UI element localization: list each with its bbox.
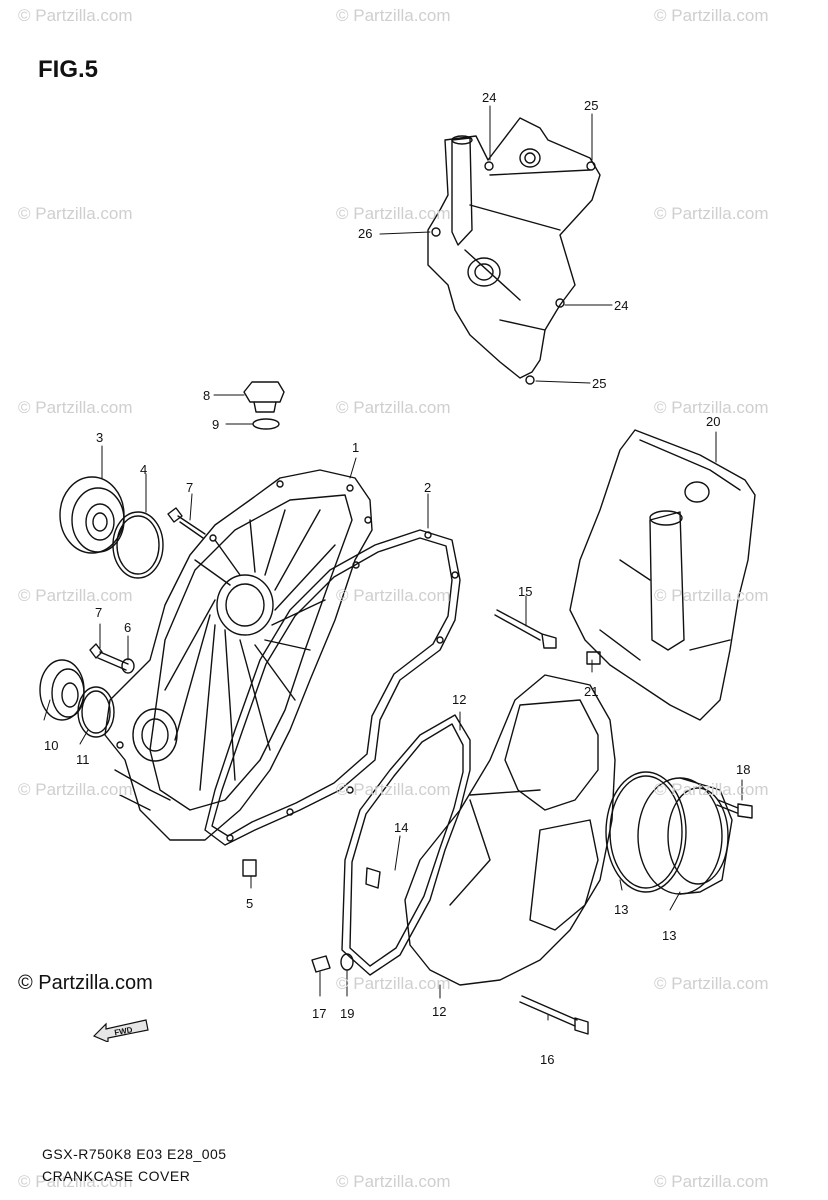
callout-22: 20 xyxy=(706,414,721,429)
callout-4: 4 xyxy=(140,462,148,477)
o-ring-part-9 xyxy=(252,418,280,430)
watermark-9: © Partzilla.com xyxy=(654,398,769,417)
callout-2: 2 xyxy=(424,480,432,495)
callout-1: 1 xyxy=(352,440,360,455)
watermark-8: © Partzilla.com xyxy=(336,398,451,417)
watermark-1: © Partzilla.com xyxy=(18,6,133,25)
callout-14: 12 xyxy=(452,692,467,707)
forward-arrow-label: FWD xyxy=(114,1025,134,1037)
watermark-13: © Partzilla.com xyxy=(18,780,133,799)
crankcase-gasket-part-2 xyxy=(204,529,461,846)
callout-19: 18 xyxy=(736,762,751,777)
figure-label: FIG.5 xyxy=(38,56,99,83)
callout-15: 13 xyxy=(614,902,629,917)
watermark-2: © Partzilla.com xyxy=(336,6,451,25)
watermark-20: © Partzilla.com xyxy=(654,1172,769,1191)
callout-9: 9 xyxy=(212,417,220,432)
washer-part-21 xyxy=(340,953,354,971)
drain-bolt-part-20 xyxy=(311,955,331,973)
o-ring-part-4-inner xyxy=(116,515,160,575)
plug-part-3 xyxy=(59,476,125,554)
brand-mark: © Partzilla.com xyxy=(18,972,153,994)
watermark-12: © Partzilla.com xyxy=(654,586,769,605)
dowel-part-23 xyxy=(586,651,601,665)
watermark-6: © Partzilla.com xyxy=(654,204,769,223)
bolt-part-7-upper xyxy=(167,507,206,539)
watermark-17: © Partzilla.com xyxy=(654,974,769,993)
callout-25-top: 25 xyxy=(584,98,599,113)
watermark-14: © Partzilla.com xyxy=(336,780,451,799)
generator-gasket-part-14 xyxy=(341,714,471,976)
o-ring-part-15-inner xyxy=(609,775,683,889)
callout-20: 17 xyxy=(312,1006,327,1021)
washer-part-6 xyxy=(121,658,135,674)
bolt-part-19 xyxy=(716,799,753,819)
model-code: GSX-R750K8 E03 E28_005 xyxy=(42,1146,227,1162)
o-ring-part-11 xyxy=(77,686,115,738)
watermark-19: © Partzilla.com xyxy=(336,1172,451,1191)
watermark-16: © Partzilla.com xyxy=(336,974,451,993)
callout-18: 16 xyxy=(540,1052,555,1067)
callout-13: 13 xyxy=(662,928,677,943)
callout-5: 5 xyxy=(246,896,254,911)
callout-3: 3 xyxy=(96,430,104,445)
callout-23: 21 xyxy=(584,684,599,699)
figure-title: CRANKCASE COVER xyxy=(42,1168,191,1184)
upper-bracket-cover xyxy=(427,117,601,385)
callout-10: 10 xyxy=(44,738,59,753)
watermark-3: © Partzilla.com xyxy=(654,6,769,25)
callout-26: 26 xyxy=(358,226,373,241)
callout-16: 14 xyxy=(394,820,409,835)
o-ring-part-4 xyxy=(112,511,164,579)
generator-cover-part-12 xyxy=(404,674,616,986)
callout-7-lower: 7 xyxy=(95,605,103,620)
watermark-18: © Partzilla.com xyxy=(18,1172,133,1191)
dowel-pin-part-5 xyxy=(242,859,257,877)
callout-11: 11 xyxy=(76,752,90,767)
forward-arrow-icon: FWD xyxy=(92,1019,149,1042)
watermark-7: © Partzilla.com xyxy=(18,398,133,417)
dowel-part-16 xyxy=(365,867,381,889)
watermark-11: © Partzilla.com xyxy=(336,586,451,605)
callout-12: 12 xyxy=(432,1004,447,1019)
callout-7-upper: 7 xyxy=(186,480,194,495)
starter-cover-part-13 xyxy=(637,777,733,895)
callout-24-right: 24 xyxy=(614,298,629,313)
o-ring-part-15 xyxy=(605,771,687,893)
callout-24-top: 24 xyxy=(482,90,497,105)
watermark-4: © Partzilla.com xyxy=(18,204,133,223)
o-ring-part-11-inner xyxy=(81,690,111,734)
callout-25-bottom: 25 xyxy=(592,376,607,391)
watermark-5: © Partzilla.com xyxy=(336,204,451,223)
bolt-part-18 xyxy=(519,995,589,1035)
filler-cap-part-8 xyxy=(243,381,285,413)
callout-8: 8 xyxy=(203,388,211,403)
watermark-10: © Partzilla.com xyxy=(18,586,133,605)
leader-lines xyxy=(43,105,743,1021)
callout-6: 6 xyxy=(124,620,132,635)
callout-21: 19 xyxy=(340,1006,355,1021)
callout-17: 15 xyxy=(518,584,533,599)
watermark-15: © Partzilla.com xyxy=(654,780,769,799)
bolt-part-17 xyxy=(494,609,557,649)
clutch-cover-part-22 xyxy=(569,429,756,721)
